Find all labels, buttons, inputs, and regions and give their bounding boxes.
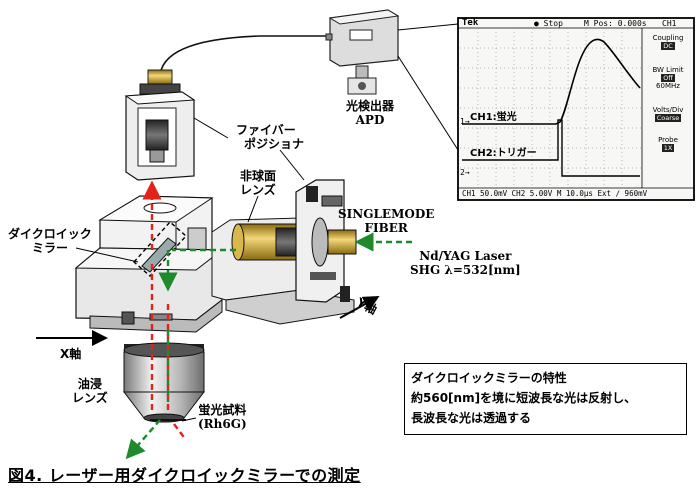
oscilloscope-screen: [457, 17, 695, 201]
laser-beam: [125, 232, 412, 460]
positioner-leader: [193, 117, 229, 139]
aspheric-lens-assembly: [211, 217, 355, 325]
scope-volts-label: Volts/Div: [652, 106, 684, 114]
positioner-leader-2: [279, 149, 305, 181]
properties-line-1: 約560[nm]を境に短波長な光は反射し、: [411, 391, 637, 405]
scope-ch2-label: CH2:トリガー: [470, 148, 537, 159]
singlemode-fiber-label: SINGLEMODE FIBER: [338, 207, 435, 235]
aspheric-leader: [247, 195, 259, 223]
aspheric-lens-label: 非球面 レンズ: [240, 169, 277, 197]
scope-coupling: Coupling DC: [644, 34, 692, 50]
scope-footer: CH1 50.0mV CH2 5.00V M 10.0μs Ext ∕ 960m…: [462, 189, 648, 198]
scope-status: ● Stop: [534, 19, 563, 28]
figure-caption: 図4. レーザー用ダイクロイックミラーでの測定: [8, 466, 361, 485]
ch2-trace: [462, 119, 640, 177]
scope-coupling-label: Coupling: [652, 34, 684, 42]
scope-bw-value[interactable]: Off: [661, 74, 675, 82]
scope-ch1-marker: 1→: [460, 117, 470, 126]
microscope-body: [74, 195, 224, 333]
scope-leader-bottom: [397, 55, 459, 151]
scope-bw-label: BW Limit: [652, 66, 684, 74]
scope-probe-label: Probe: [658, 136, 678, 144]
x-axis-label: X軸: [60, 347, 82, 361]
oil-immersion-lens: [122, 342, 206, 423]
scope-leader-top: [397, 23, 459, 31]
scope-bw-limit: BW Limit Off 60MHz: [644, 66, 692, 90]
laser-label: Nd/YAG Laser SHG λ=532[nm]: [410, 249, 521, 277]
scope-volts-div: Volts/Div Coarse: [644, 106, 692, 122]
y-axis-arrow: [339, 296, 380, 319]
ch1-trace: [462, 38, 641, 125]
apd-detector: [325, 9, 400, 95]
properties-line-2: 長波長な光は透過する: [411, 411, 532, 425]
scope-probe: Probe 1X: [644, 136, 692, 152]
scope-bw-sub: 60MHz: [656, 82, 680, 90]
scope-probe-value[interactable]: 1X: [661, 144, 675, 152]
scope-ch1-label: CH1:蛍光: [470, 112, 517, 123]
singlemode-fiber-mount: [295, 179, 357, 303]
dichroic-mirror: [133, 221, 187, 277]
dichroic-leader: [75, 247, 139, 263]
dichroic-mirror-label: ダイクロイック ミラー: [8, 227, 92, 255]
sample-leader: [181, 417, 197, 422]
fiber-positioner-label: ファイバー ポジショナ: [236, 123, 305, 151]
scope-time-info: M Pos: 0.000s: [584, 19, 647, 28]
properties-title: ダイクロイックミラーの特性: [411, 371, 567, 385]
sample-label: 蛍光試料 (Rh6G): [198, 403, 247, 431]
scope-channel: CH1: [662, 19, 677, 28]
scope-coupling-value[interactable]: DC: [661, 42, 675, 50]
scope-brand: Tek: [462, 18, 479, 28]
dichroic-properties-box: ダイクロイックミラーの特性 約560[nm]を境に短波長な光は反射し、 長波長な…: [404, 363, 687, 435]
fiber-positioner: [124, 69, 196, 181]
scope-status-text: Stop: [543, 19, 563, 28]
oil-lens-label: 油浸 レンズ: [72, 377, 108, 405]
scope-ch2-marker: 2→: [460, 168, 470, 177]
scope-volts-value[interactable]: Coarse: [654, 114, 682, 122]
apd-detector-label: 光検出器 APD: [346, 99, 395, 127]
detector-cable: [159, 35, 330, 79]
